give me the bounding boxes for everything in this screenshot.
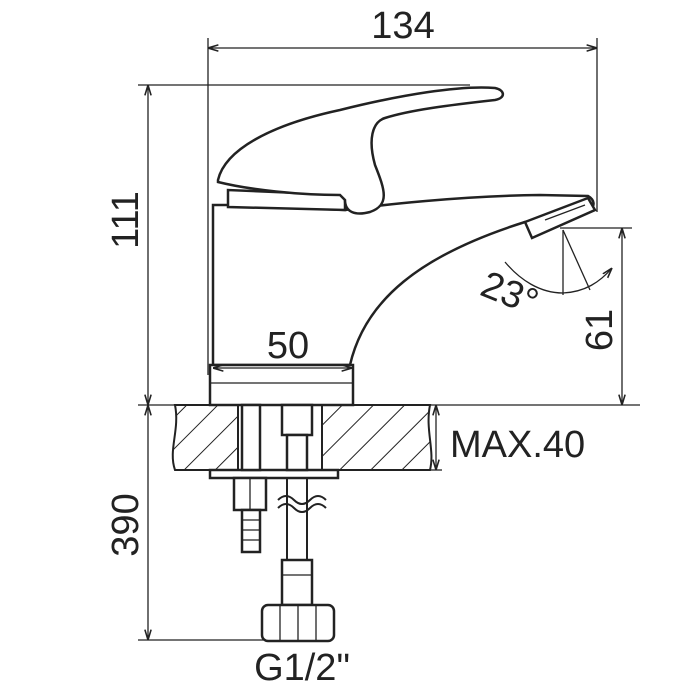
- hose-length-label: 390: [105, 493, 147, 556]
- hose-length-dimension: 390: [105, 405, 148, 640]
- supply-hose: [260, 403, 336, 643]
- countertop-section: [171, 404, 433, 480]
- spout-height-label: 61: [579, 309, 621, 351]
- thread-label: G1/2": [254, 647, 350, 689]
- base-width-label: 50: [267, 325, 309, 367]
- base-width-dimension: 50: [213, 325, 352, 368]
- faucet-body: [208, 86, 597, 407]
- max-thickness-dimension: MAX.40: [436, 405, 585, 470]
- height-dimension: 111: [105, 85, 148, 405]
- mounting-stud: [232, 403, 268, 554]
- width-label: 134: [371, 5, 434, 47]
- max-thickness-label: MAX.40: [450, 424, 585, 466]
- angle-label: 23°: [475, 264, 544, 324]
- height-label: 111: [105, 191, 147, 249]
- spout-height-dimension: 61: [579, 228, 622, 405]
- width-dimension: 134: [208, 5, 597, 48]
